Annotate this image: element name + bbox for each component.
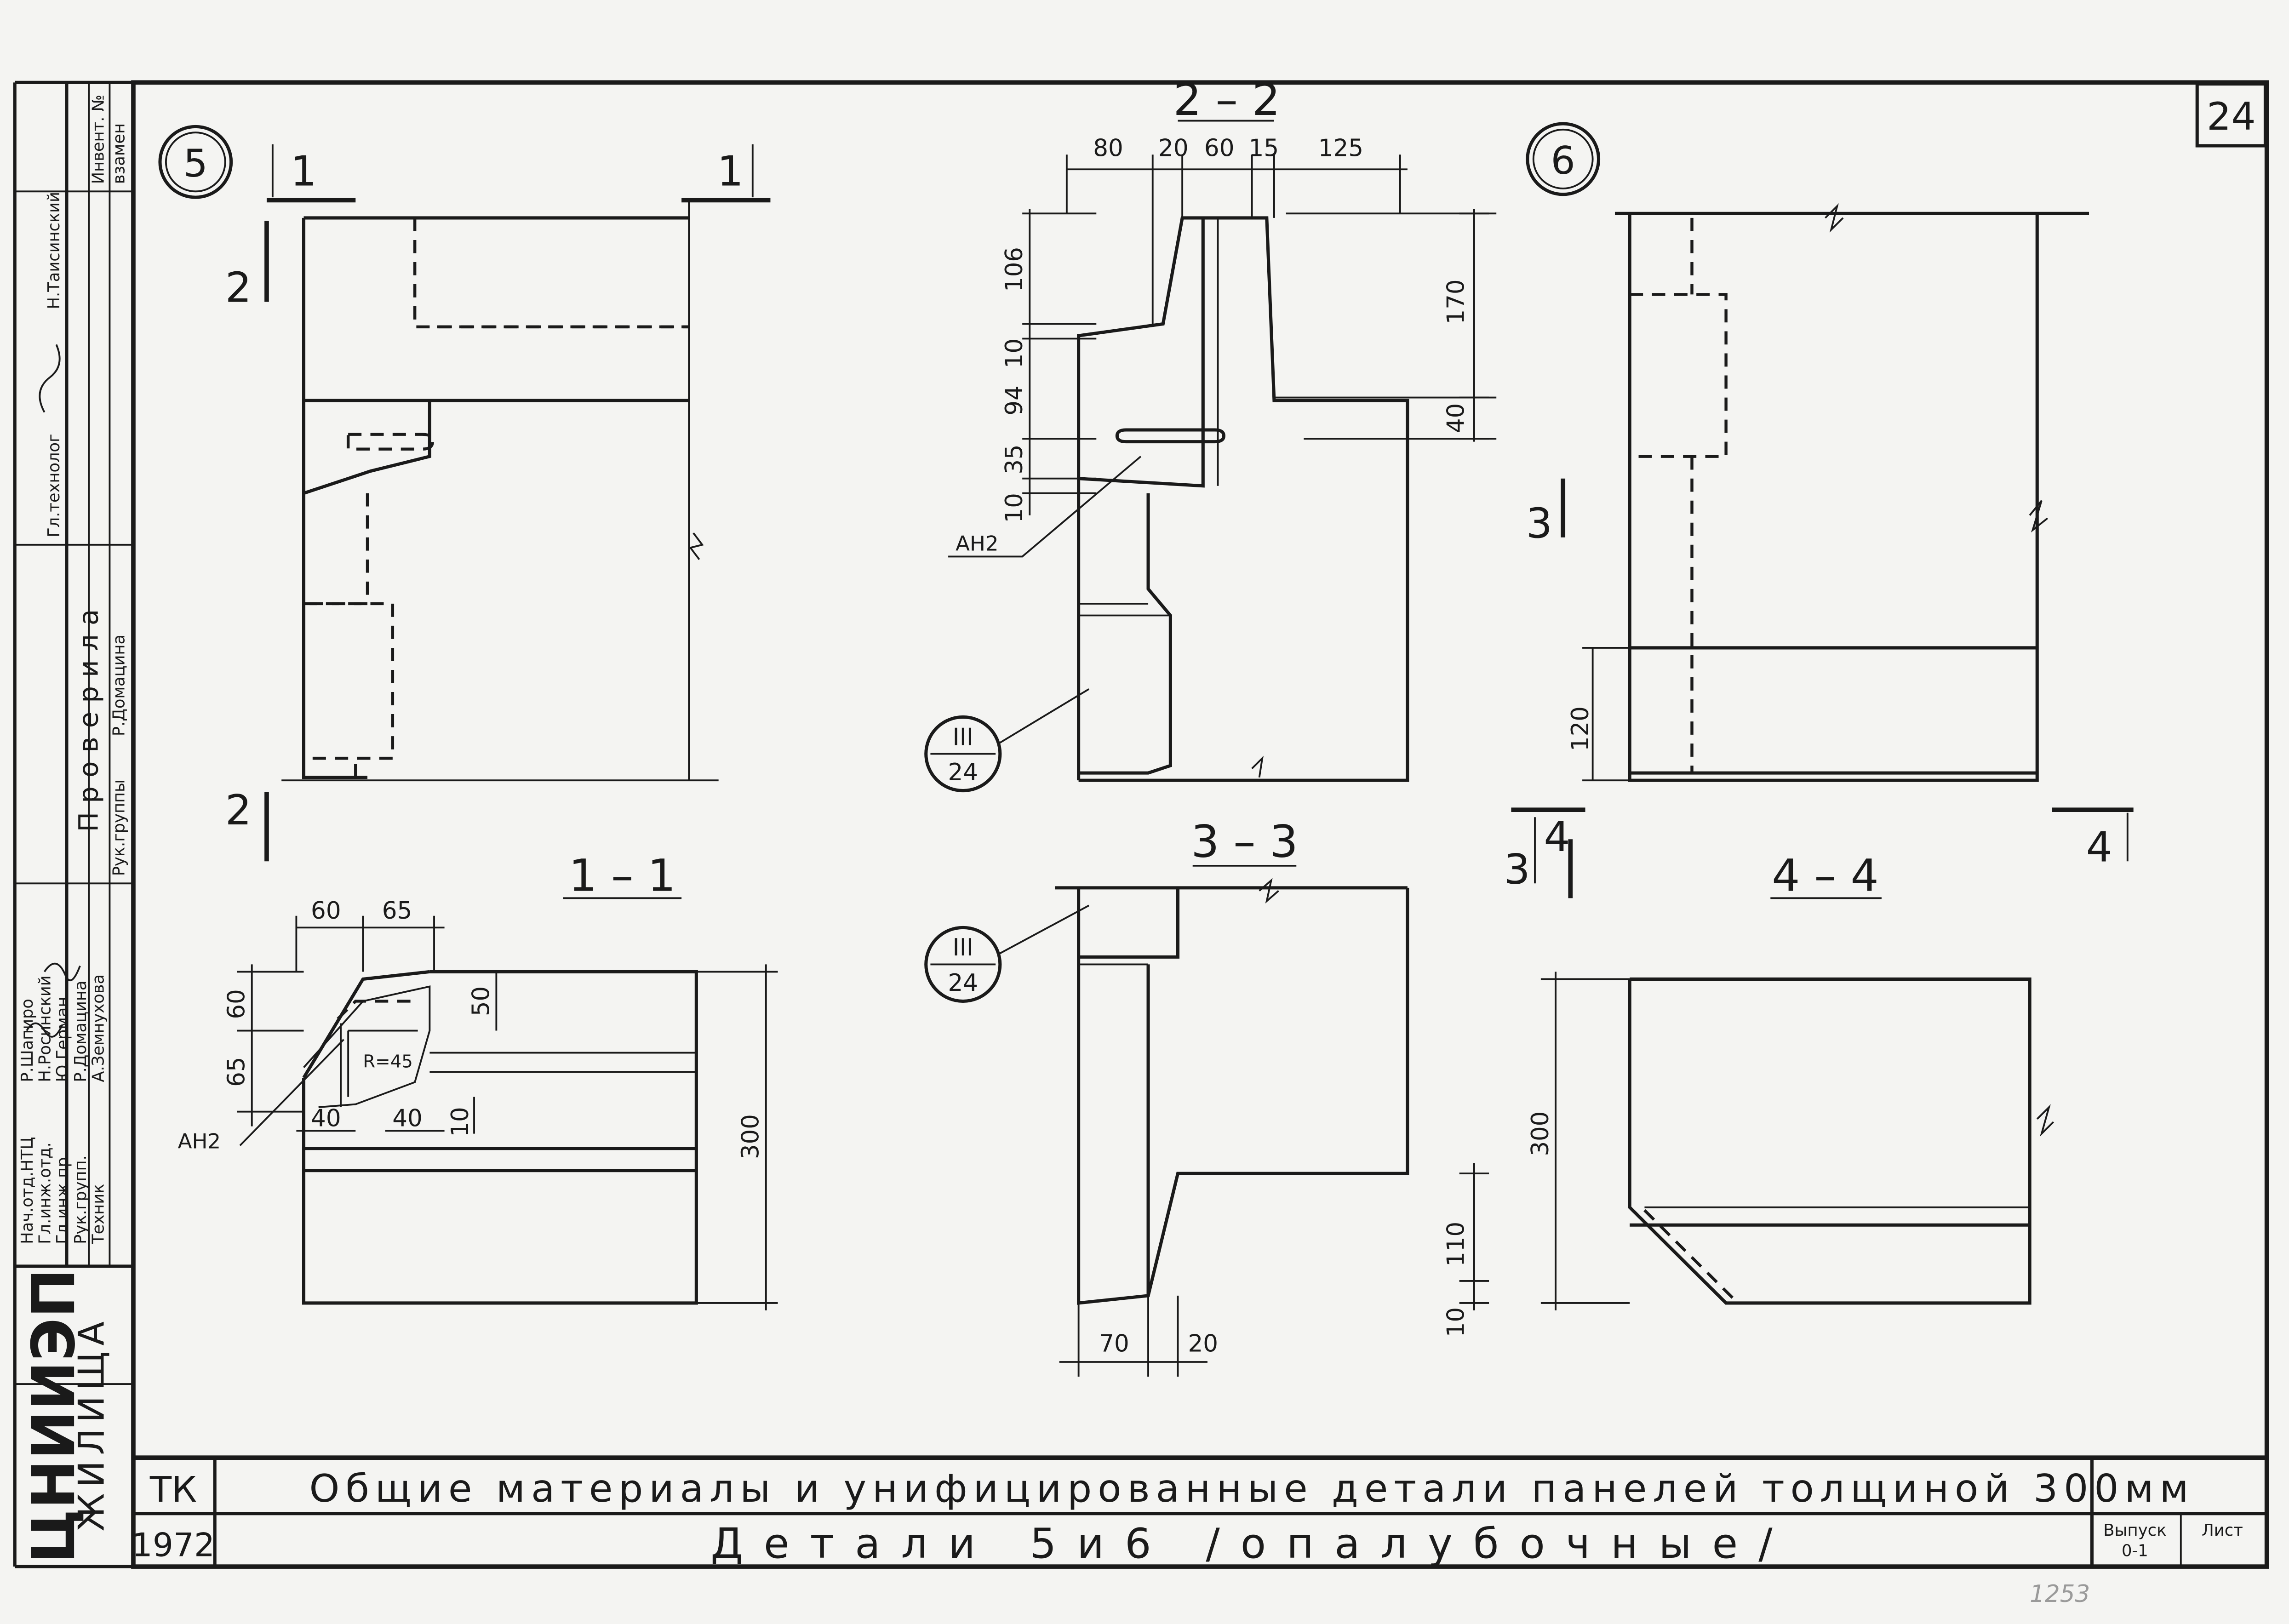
s22-dim-left-2: 10 — [1001, 338, 1028, 368]
signature-1 — [26, 1022, 63, 1038]
radius-label: R=45 — [363, 1052, 412, 1072]
stamp-checker-name: Р.Домацина — [110, 635, 129, 736]
s22-dim-top-5: 125 — [1318, 135, 1363, 162]
section-3-3: 3 – 3 110 10 70 20 III 24 — [924, 816, 1489, 1377]
detail-5-label: 5 — [183, 141, 208, 186]
sheet-title: Общие материалы и унифицированные детали… — [309, 1466, 2195, 1511]
stamp-name-2: Н.Росинский — [35, 975, 54, 1082]
section-2-2: 2 – 2 80 20 60 15 125 106 10 94 35 10 17… — [924, 74, 1497, 793]
section-2-2-title: 2 – 2 — [1173, 74, 1280, 126]
stamp-tech-name: Н.Таисинский — [45, 192, 63, 309]
s22-an2-label: АН2 — [956, 532, 998, 556]
section-mark-4-left: 4 — [1544, 813, 1570, 861]
vypusk-label: Выпуск — [2103, 1521, 2166, 1540]
title-block: ТК 1972 Общие материалы и унифицированны… — [132, 1455, 2267, 1608]
stamp-role-5: Техник — [89, 1184, 108, 1245]
stamp-column: Нач.отд.НТЦ Гл.инж.отд. Гл.инж.пр. Рук.г… — [15, 82, 133, 1564]
signature-3 — [39, 344, 61, 413]
org-name: ЖИЛИЩА — [71, 1315, 112, 1531]
section-mark-2-top: 2 — [225, 264, 252, 312]
s11-dim-inner-2: 40 — [311, 1105, 341, 1132]
s11-dim-top-2: 65 — [382, 897, 412, 925]
stamp-vzamen-label: взамен — [110, 123, 129, 184]
stamp-role-3: Гл.инж.пр. — [53, 1152, 72, 1244]
stamp-inv-label: Инвент. № — [89, 95, 108, 184]
s33-ref-bottom: 24 — [948, 969, 979, 997]
s33-dim-right-2: 10 — [1442, 1307, 1470, 1337]
section-mark-4-right: 4 — [2086, 824, 2112, 872]
detail-5-circle — [158, 125, 233, 199]
s6-dim-left: 120 — [1567, 706, 1594, 751]
stamp-checked-label: Проверила — [73, 600, 104, 832]
detail-6-label: 6 — [1551, 138, 1575, 183]
bottom-number: 1253 — [2030, 1580, 2090, 1608]
break-marks — [689, 203, 2054, 1137]
stamp-role-2: Гл.инж.отд. — [35, 1142, 54, 1244]
signature-2 — [44, 962, 81, 981]
s22-dim-right-1: 170 — [1442, 280, 1470, 325]
org-logo: ЦНИИЭП — [20, 1269, 88, 1564]
section-mark-3-top: 3 — [1526, 500, 1552, 548]
s22-dim-left-3: 94 — [1001, 385, 1028, 415]
s33-ref-circle — [924, 926, 1002, 1003]
s11-dim-inner-4: 10 — [446, 1107, 474, 1137]
s11-dim-inner-3: 40 — [392, 1105, 423, 1132]
s11-an2-label: АН2 — [178, 1129, 221, 1154]
section-1-1: 1 – 1 R=45 60 65 60 65 50 40 40 10 300 А… — [178, 850, 778, 1310]
section-mark-1-right: 1 — [717, 148, 743, 196]
s22-dim-right-2: 40 — [1442, 403, 1470, 433]
s33-dim-bottom-1: 70 — [1099, 1330, 1129, 1358]
s11-dim-right: 300 — [737, 1114, 765, 1159]
year: 1972 — [132, 1526, 215, 1564]
stamp-role-1: Нач.отд.НТЦ — [18, 1137, 37, 1244]
stamp-name-5: А.Земнухова — [89, 974, 108, 1082]
detail-6-view: 6 120 3 4 3 4 — [1504, 122, 2134, 898]
s11-dim-left-1: 60 — [223, 989, 250, 1019]
s22-dim-left-5: 10 — [1001, 493, 1028, 523]
s33-ref-top: III — [952, 934, 973, 961]
section-3-3-title: 3 – 3 — [1191, 816, 1298, 868]
project-code: ТК — [149, 1469, 197, 1510]
section-1-1-title: 1 – 1 — [569, 850, 676, 902]
stamp-checker-role: Рук.группы — [110, 779, 129, 876]
s22-dim-top-3: 60 — [1204, 135, 1235, 162]
sheet-frame — [13, 80, 2269, 1569]
stamp-name-3: Ю.Герман — [53, 997, 72, 1082]
s22-ref-bottom: 24 — [948, 759, 979, 786]
s22-dim-top-1: 80 — [1093, 135, 1123, 162]
stamp-name-1: Р.Шапиро — [18, 999, 37, 1082]
s11-dim-top-1: 60 — [311, 897, 341, 925]
s22-ref-top: III — [952, 723, 973, 751]
stamp-role-4: Рук.групп. — [71, 1155, 90, 1244]
s22-ref-circle — [924, 715, 1002, 793]
s11-dim-left-2: 65 — [223, 1057, 250, 1087]
sheet-subtitle: Детали 5и6 /опалубочные/ — [710, 1520, 1793, 1568]
sheet-number: 24 — [2207, 94, 2256, 139]
detail-5-view: 5 1 1 2 2 — [158, 125, 771, 862]
section-mark-2-bottom: 2 — [225, 787, 252, 835]
stamp-name-4: Р.Домацина — [71, 980, 90, 1082]
sheet-number-box: 24 — [2195, 82, 2267, 148]
s22-dim-top-2: 20 — [1158, 135, 1189, 162]
s44-dim-left: 300 — [1527, 1111, 1554, 1156]
section-4-4-title: 4 – 4 — [1772, 850, 1879, 902]
detail-6-circle — [1526, 122, 1601, 196]
section-mark-1-left: 1 — [291, 148, 317, 196]
stamp-tech-role: Гл.технолог — [45, 434, 63, 537]
vypusk-value: 0-1 — [2122, 1542, 2148, 1561]
s11-dim-inner-1: 50 — [467, 986, 495, 1016]
section-4-4: 4 – 4 300 — [1527, 850, 2031, 1310]
s22-dim-left-1: 106 — [1001, 247, 1028, 292]
s22-dim-left-4: 35 — [1001, 444, 1028, 474]
s33-dim-bottom-2: 20 — [1188, 1330, 1218, 1358]
list-label: Лист — [2202, 1521, 2243, 1540]
s33-dim-right-1: 110 — [1442, 1222, 1470, 1267]
s22-dim-top-4: 15 — [1249, 135, 1279, 162]
section-mark-3-bottom: 3 — [1504, 846, 1530, 894]
